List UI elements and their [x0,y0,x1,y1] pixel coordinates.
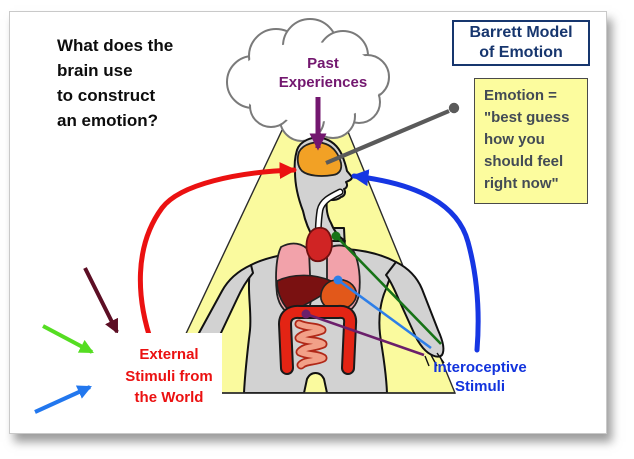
emotion-connector-dot [448,102,460,114]
question-line: to construct [57,86,156,105]
emotion-connector [325,102,460,165]
large-intestine-inner [280,306,356,373]
note-line: "best guess [484,109,570,126]
thought-cloud-icon [226,18,390,142]
organ-pointer-lines [301,231,442,357]
interoceptive-stimuli-label: Interoceptive Stimuli [415,359,545,396]
note-line: how you [484,131,545,148]
external-label-line: External [139,346,199,363]
cloud-label-line: Experiences [278,74,368,91]
note-line: should feel [484,153,564,170]
title-box: Barrett Model of Emotion [452,20,590,66]
heart-pointer-line [335,235,442,345]
interoceptive-label-line: Stimuli [454,377,505,395]
external-stimuli-label: External Stimuli from the World [116,333,222,413]
emotion-definition-note: Emotion = "best guess how you should fee… [474,78,588,204]
interoceptive-label-line: Interoceptive [433,359,527,376]
heart-icon [305,226,333,263]
question-line: What does the [57,36,174,55]
note-line: right now" [484,175,559,192]
organs [275,141,361,375]
heart-pointer-dot [331,231,341,241]
external-label-line: the World [134,389,204,406]
gut-pointer-dot [301,309,311,319]
blue-stimulus-arrow [34,385,92,414]
cloud-label-line: Past [307,55,339,72]
question-text: What does the brain use to construct an … [57,33,227,133]
note-line: Emotion = [484,87,557,104]
past-experiences-label: Past Experiences [250,54,396,92]
liver-icon [276,274,336,313]
external-red-arrow [137,162,297,347]
human-figure [186,136,445,393]
title-line: of Emotion [479,44,563,61]
external-label-line: Stimuli from [125,367,213,385]
stomach-pointer-line [337,278,432,350]
interoceptive-blue-arrow [351,169,481,353]
stomach-pointer-dot [333,275,343,285]
title-line: Barrett Model [469,24,573,41]
question-line: an emotion? [57,111,159,130]
question-line: brain use [57,61,133,80]
green-stimulus-arrow [42,324,94,354]
maroon-stimulus-arrow [83,267,119,334]
gut-pointer-line [305,312,425,357]
small-intestine-inner [296,321,326,368]
emotion-connector-line [325,109,450,165]
